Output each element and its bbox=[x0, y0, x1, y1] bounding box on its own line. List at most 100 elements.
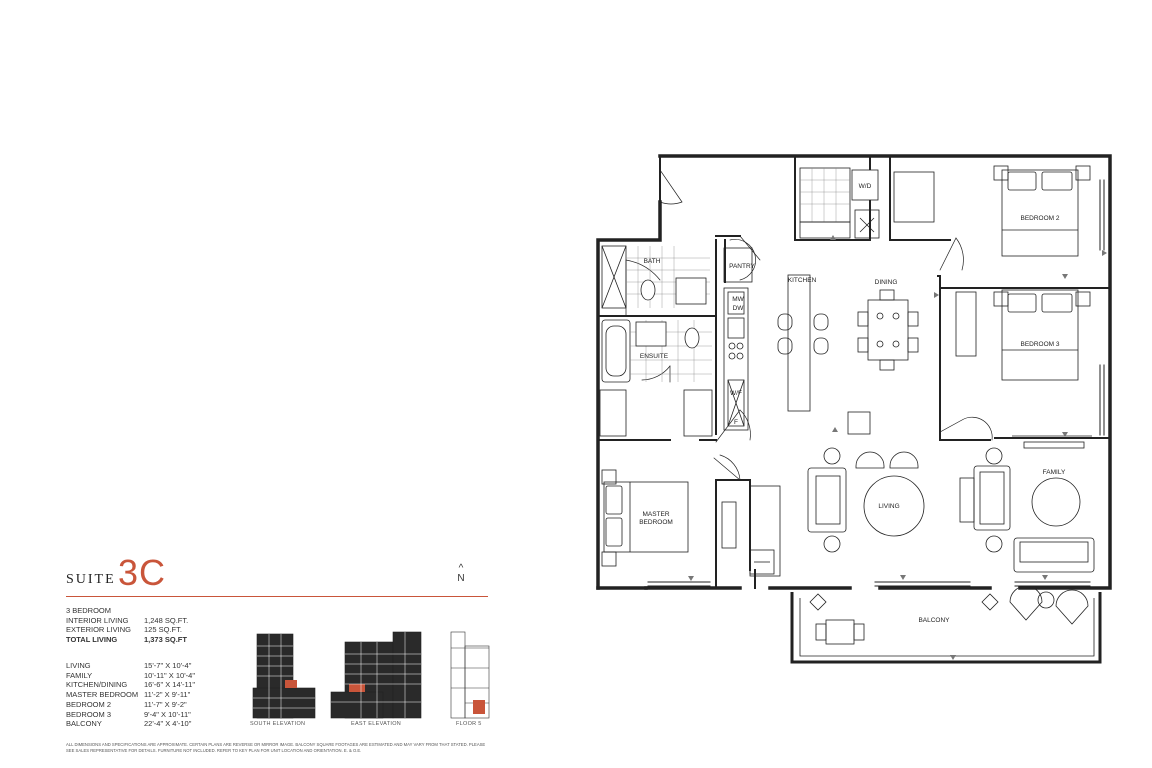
door-swings bbox=[625, 169, 993, 481]
room-label: LIVING bbox=[66, 661, 91, 670]
spec-label: TOTAL LIVING bbox=[66, 634, 118, 644]
north-label: N bbox=[457, 573, 465, 584]
room-value: 22'-4" X 4'-10" bbox=[144, 719, 192, 729]
label-bath: BATH bbox=[644, 258, 661, 265]
label-kitchen: KITCHEN bbox=[788, 277, 817, 284]
label-bedroom-2: BEDROOM 2 bbox=[1020, 215, 1059, 222]
floor-plan: BATH PANTRY KITCHEN DINING W/D BEDROOM 2… bbox=[596, 154, 1112, 664]
room-row: KITCHEN/DINING 16'-6" X 14'-11" bbox=[66, 680, 195, 690]
north-arrow-glyph: ^ bbox=[458, 563, 464, 574]
kitchen-counter bbox=[723, 287, 749, 431]
room-row: BEDROOM 3 9'-4" X 10'-11" bbox=[66, 710, 195, 720]
laundry-appliance bbox=[854, 209, 880, 239]
room-label: FAMILY bbox=[66, 670, 93, 680]
room-label: BALCONY bbox=[66, 719, 102, 729]
washer-dryer-icon bbox=[851, 169, 879, 201]
beds bbox=[601, 165, 1091, 577]
floor-key-plan bbox=[450, 631, 490, 719]
room-value: 11'-2" X 9'-11" bbox=[144, 690, 191, 700]
label-family: FAMILY bbox=[1043, 469, 1066, 476]
room-value: 9'-4" X 10'-11" bbox=[144, 709, 191, 719]
pantry bbox=[723, 247, 753, 283]
room-value: 15'-7" X 10'-4" bbox=[144, 661, 192, 670]
room-value: 16'-6" X 14'-11" bbox=[144, 680, 195, 690]
title-rule bbox=[66, 596, 488, 597]
coffee-table bbox=[863, 475, 925, 537]
closet bbox=[683, 389, 713, 437]
bathtub-icon bbox=[601, 319, 631, 383]
suite-number: 3C bbox=[118, 552, 167, 593]
label-wf: W/F bbox=[730, 390, 742, 397]
east-elevation-drawing bbox=[330, 631, 422, 719]
kitchen-fixtures bbox=[723, 167, 977, 431]
spec-label: INTERIOR LIVING bbox=[66, 615, 129, 625]
marker-triangles bbox=[688, 235, 1107, 660]
ensuite-toilet-icon bbox=[684, 327, 700, 349]
room-labels: BATH PANTRY KITCHEN DINING W/D BEDROOM 2… bbox=[639, 183, 1066, 624]
south-elevation-label: SOUTH ELEVATION bbox=[250, 721, 305, 727]
label-living: LIVING bbox=[878, 503, 899, 510]
bed-3 bbox=[1001, 289, 1079, 381]
spec-value: 125 SQ.FT. bbox=[144, 625, 182, 635]
kitchen-island bbox=[787, 274, 811, 412]
balcony bbox=[790, 585, 1102, 664]
east-elevation-label: EAST ELEVATION bbox=[351, 721, 401, 727]
room-row: FAMILY 10'-11" X 10'-4" bbox=[66, 671, 195, 681]
closet bbox=[599, 389, 627, 437]
room-value: 11'-7" X 9'-2" bbox=[144, 699, 187, 709]
label-pantry: PANTRY bbox=[729, 263, 755, 270]
north-arrow-icon: ^ N bbox=[455, 564, 467, 584]
ensuite-sink-icon bbox=[635, 321, 667, 347]
closet bbox=[893, 171, 935, 223]
label-bedroom-3: BEDROOM 3 bbox=[1020, 341, 1059, 348]
closet bbox=[955, 291, 977, 357]
spec-label: 3 BEDROOM bbox=[66, 606, 112, 615]
sofa bbox=[807, 467, 847, 533]
appliance-boxes bbox=[749, 549, 775, 575]
room-row: BALCONY 22'-4" X 4'-10" bbox=[66, 719, 195, 729]
floor-key-label: FLOOR 5 bbox=[456, 721, 482, 727]
vanity-sink-icon bbox=[675, 277, 707, 305]
room-label: BEDROOM 2 bbox=[66, 699, 112, 709]
label-balcony: BALCONY bbox=[918, 617, 950, 624]
room-label: BEDROOM 3 bbox=[66, 709, 112, 719]
living-furniture bbox=[807, 411, 1095, 573]
spec-value: 1,248 SQ.FT. bbox=[144, 615, 189, 625]
spec-row: EXTERIOR LIVING 125 SQ.FT. bbox=[66, 625, 224, 635]
microwave-dishwasher-box bbox=[727, 291, 745, 315]
family-round-table bbox=[1031, 477, 1081, 527]
room-label: KITCHEN/DINING bbox=[66, 680, 128, 690]
spec-value bbox=[144, 606, 224, 616]
spec-row: 3 BEDROOM bbox=[66, 606, 224, 616]
spec-label: EXTERIOR LIVING bbox=[66, 625, 132, 635]
room-row: LIVING 15'-7" X 10'-4" bbox=[66, 661, 195, 671]
room-value: 10'-11" X 10'-4" bbox=[144, 670, 195, 680]
side-table bbox=[847, 411, 871, 435]
shower-stall bbox=[601, 245, 627, 309]
family-couch bbox=[1013, 537, 1095, 573]
toilet-icon bbox=[640, 279, 656, 301]
family-sofa bbox=[973, 465, 1011, 531]
room-dimension-list: LIVING 15'-7" X 10'-4" FAMILY 10'-11" X 10… bbox=[66, 661, 195, 729]
label-f: F bbox=[734, 419, 738, 426]
room-row: MASTER BEDROOM 11'-2" X 9'-11" bbox=[66, 690, 195, 700]
label-master-1: MASTER bbox=[642, 511, 669, 518]
suite-word: SUITE bbox=[66, 572, 116, 587]
fridge-icon bbox=[727, 379, 745, 427]
label-dining: DINING bbox=[875, 279, 898, 286]
window-frames bbox=[647, 179, 1105, 587]
room-row: BEDROOM 2 11'-7" X 9'-2" bbox=[66, 700, 195, 710]
dining-table bbox=[857, 289, 919, 371]
label-mw: MW bbox=[732, 296, 744, 303]
label-ensuite: ENSUITE bbox=[640, 353, 669, 360]
room-label: MASTER BEDROOM bbox=[66, 690, 139, 700]
label-wd: W/D bbox=[859, 183, 872, 190]
bed-2 bbox=[1001, 169, 1079, 257]
label-master-2: BEDROOM bbox=[639, 519, 673, 526]
spec-row: INTERIOR LIVING 1,248 SQ.FT. bbox=[66, 616, 224, 626]
disclaimer-text: ALL DIMENSIONS AND SPECIFICATIONS ARE AP… bbox=[66, 742, 486, 753]
balcony-table bbox=[825, 619, 855, 645]
label-dw: DW bbox=[733, 305, 745, 312]
wardrobe bbox=[749, 485, 781, 577]
spec-list: 3 BEDROOM INTERIOR LIVING 1,248 SQ.FT. EX… bbox=[66, 606, 224, 644]
